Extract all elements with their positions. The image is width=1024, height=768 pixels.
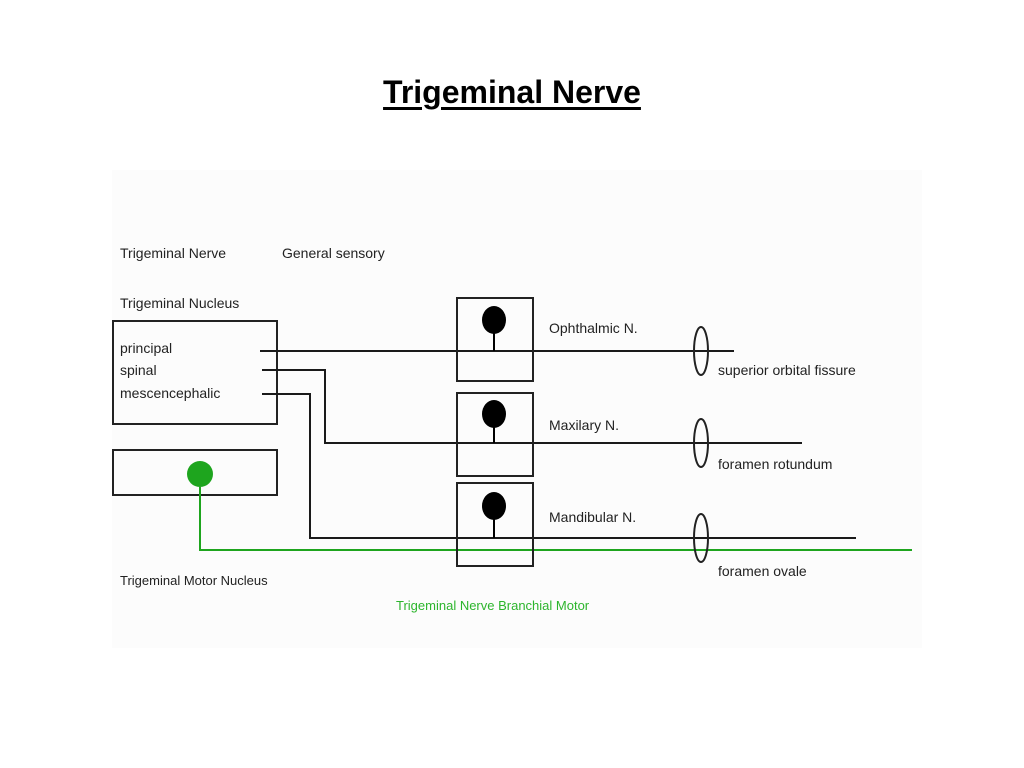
foramen-rotundum [693,418,709,468]
header-type-label: General sensory [282,245,385,261]
nucleus-part-spinal: spinal [120,362,157,378]
branchial-motor-pathway [199,487,912,551]
motor-nucleus-label: Trigeminal Motor Nucleus [120,573,268,588]
foramen-superior-orbital-fissure [693,326,709,376]
foramen-label-superior-orbital-fissure: superior orbital fissure [718,362,856,378]
mandibular-pathway [262,393,856,539]
nucleus-part-principal: principal [120,340,172,356]
header-nerve-label: Trigeminal Nerve [120,245,226,261]
trigeminal-diagram: Trigeminal Nerve General sensory Trigemi… [112,170,922,648]
motor-nucleus-cell [187,461,213,487]
foramen-label-rotundum: foramen rotundum [718,456,832,472]
ganglion-cell-mandibular [482,492,506,538]
ganglion-box-mandibular [456,482,534,567]
branch-name-mandibular: Mandibular N. [549,509,636,525]
ganglion-box-maxillary [456,392,534,477]
branchial-motor-label: Trigeminal Nerve Branchial Motor [396,598,590,613]
slide-title: Trigeminal Nerve [383,74,641,110]
ganglion-cell-ophthalmic [482,306,506,351]
foramen-ovale [693,513,709,563]
foramen-label-ovale: foramen ovale [718,563,807,579]
ganglion-box-ophthalmic [456,297,534,382]
nucleus-box [112,320,278,425]
nucleus-title: Trigeminal Nucleus [120,295,239,311]
branch-name-maxillary: Maxilary N. [549,417,619,433]
diagram-canvas: Trigeminal Nerve General sensory Trigemi… [112,245,912,613]
branch-name-ophthalmic: Ophthalmic N. [549,320,638,336]
motor-nucleus-box [112,449,278,496]
maxillary-pathway [262,369,802,444]
ganglion-cell-maxillary [482,400,506,443]
nucleus-part-mescencephalic: mescencephalic [120,385,220,401]
